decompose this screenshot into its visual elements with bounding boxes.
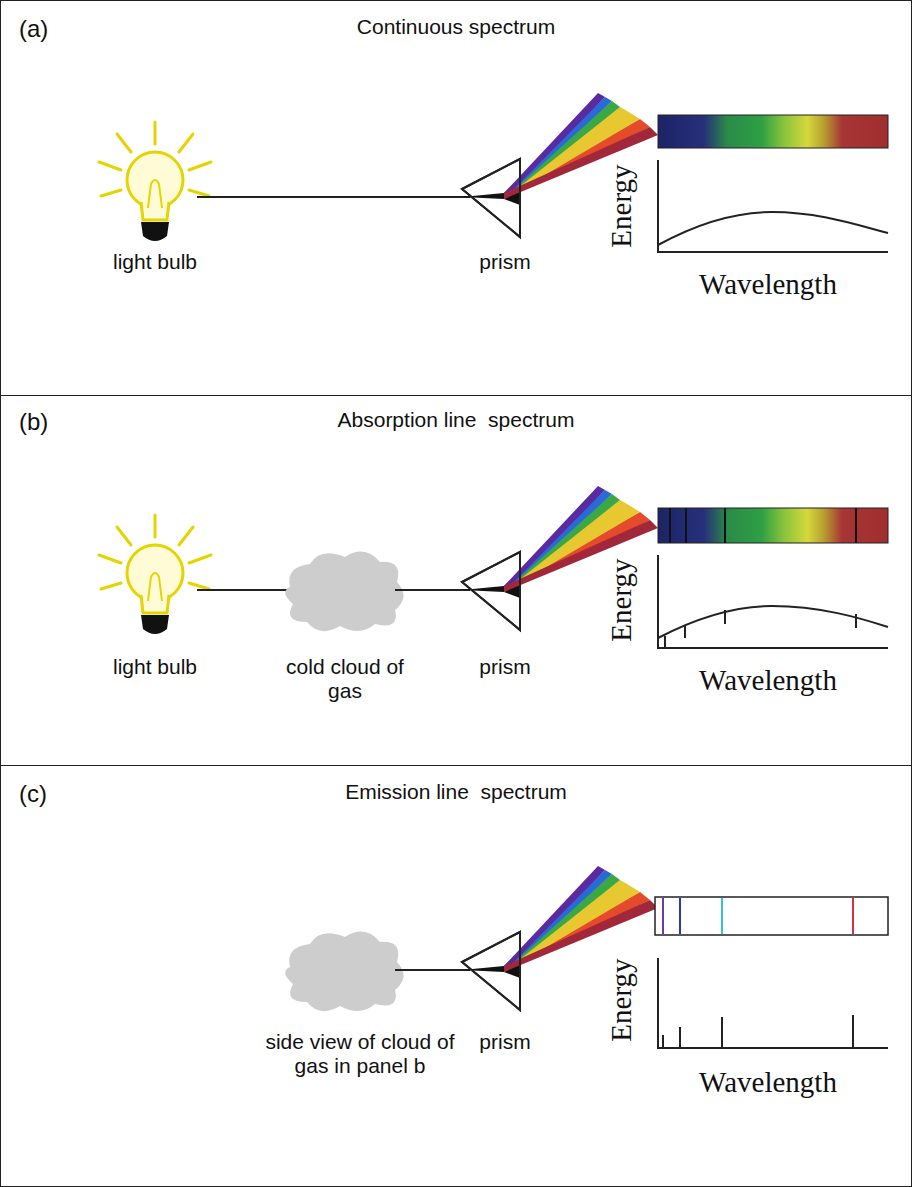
- spectrum-panel: (a)Continuous spectrum: [0, 0, 912, 396]
- axis-label: Wavelength: [658, 1066, 878, 1099]
- panel-title: Emission line spectrum: [1, 780, 911, 804]
- part-label: light bulb: [85, 250, 225, 274]
- spectrum-panel: (b)Absorption line spectrum: [0, 395, 912, 766]
- axis-label-vertical: Energy: [605, 545, 638, 655]
- panel-title: Absorption line spectrum: [1, 408, 911, 432]
- panel-letter: (c): [19, 780, 47, 808]
- axis-label: Wavelength: [658, 664, 878, 697]
- part-label: side view of cloud of gas in panel b: [255, 1030, 465, 1078]
- panel-letter: (a): [19, 15, 48, 43]
- axis-label-vertical: Energy: [605, 945, 638, 1055]
- part-label: prism: [455, 1030, 555, 1054]
- panel-title: Continuous spectrum: [1, 15, 911, 39]
- part-label: cold cloud of gas: [280, 655, 410, 703]
- spectrum-panel: (c)Emission line spectrum: [0, 765, 912, 1187]
- panel-letter: (b): [19, 408, 48, 436]
- axis-label-vertical: Energy: [605, 151, 638, 261]
- part-label: prism: [455, 250, 555, 274]
- axis-label: Wavelength: [658, 268, 878, 301]
- part-label: prism: [455, 655, 555, 679]
- part-label: light bulb: [85, 655, 225, 679]
